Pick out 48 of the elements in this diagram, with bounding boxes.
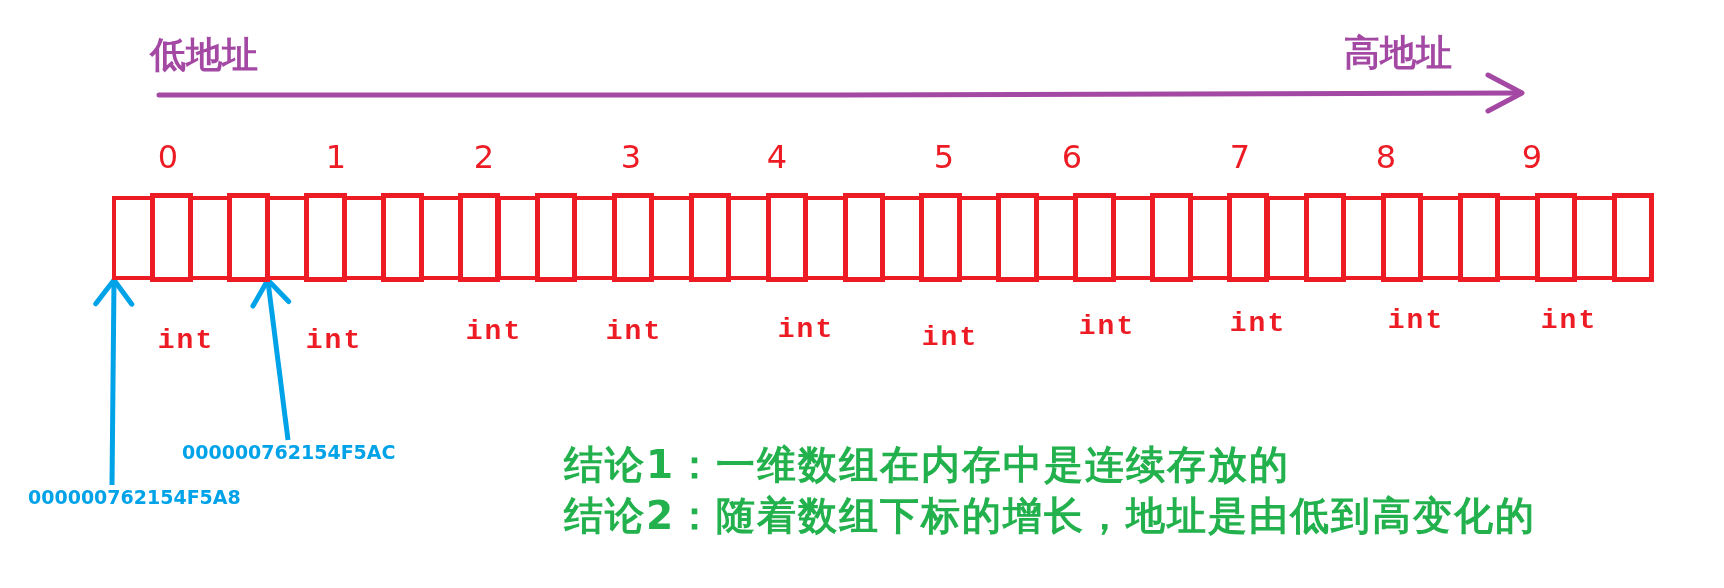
byte-cell (1227, 193, 1270, 282)
conclusion-text: 结论1：一维数组在内存中是连续存放的 (564, 442, 1291, 488)
index-number: 7 (1229, 139, 1251, 175)
type-label: int (465, 316, 523, 348)
byte-cell (1611, 193, 1654, 282)
index-number: 6 (1061, 139, 1083, 175)
byte-cell (304, 193, 347, 282)
byte-cell (1380, 193, 1424, 282)
index-number: 3 (620, 139, 642, 175)
pointer-arrow (93, 277, 135, 486)
address-direction-label: 高地址 (1344, 32, 1452, 74)
byte-cell (611, 193, 655, 282)
byte-cell (842, 193, 885, 282)
byte-cell (381, 193, 424, 282)
type-label: int (305, 325, 363, 357)
index-number: 4 (766, 139, 788, 175)
type-label: int (777, 314, 835, 346)
address-direction-label: 低地址 (150, 34, 258, 76)
type-label: int (157, 325, 215, 357)
conclusion-text: 结论2：随着数组下标的增长，地址是由低到高变化的 (564, 493, 1537, 539)
byte-cell (227, 193, 270, 282)
byte-cell (996, 193, 1039, 282)
address-label: 000000762154F5A8 (28, 485, 241, 509)
index-number: 2 (473, 139, 495, 175)
type-label: int (1229, 308, 1287, 340)
type-label: int (1540, 305, 1598, 337)
index-number: 9 (1521, 139, 1543, 175)
index-number: 5 (933, 139, 955, 175)
byte-cell (458, 193, 501, 282)
byte-cell (1073, 193, 1116, 282)
byte-cell (919, 193, 962, 282)
index-number: 8 (1375, 139, 1397, 175)
byte-cell (765, 193, 809, 282)
index-number: 0 (157, 139, 179, 175)
address-label: 000000762154F5AC (182, 440, 396, 464)
index-number: 1 (325, 139, 347, 175)
byte-cell (150, 193, 193, 282)
byte-cell (1457, 193, 1501, 282)
byte-cell (1150, 193, 1193, 282)
byte-cell (534, 193, 578, 282)
byte-cell (688, 193, 732, 282)
type-label: int (605, 316, 663, 348)
pointer-arrow (250, 277, 292, 441)
type-label: int (1078, 311, 1136, 343)
byte-cell (1534, 193, 1578, 282)
type-label: int (921, 322, 979, 354)
byte-cell (1303, 193, 1347, 282)
type-label: int (1387, 305, 1445, 337)
